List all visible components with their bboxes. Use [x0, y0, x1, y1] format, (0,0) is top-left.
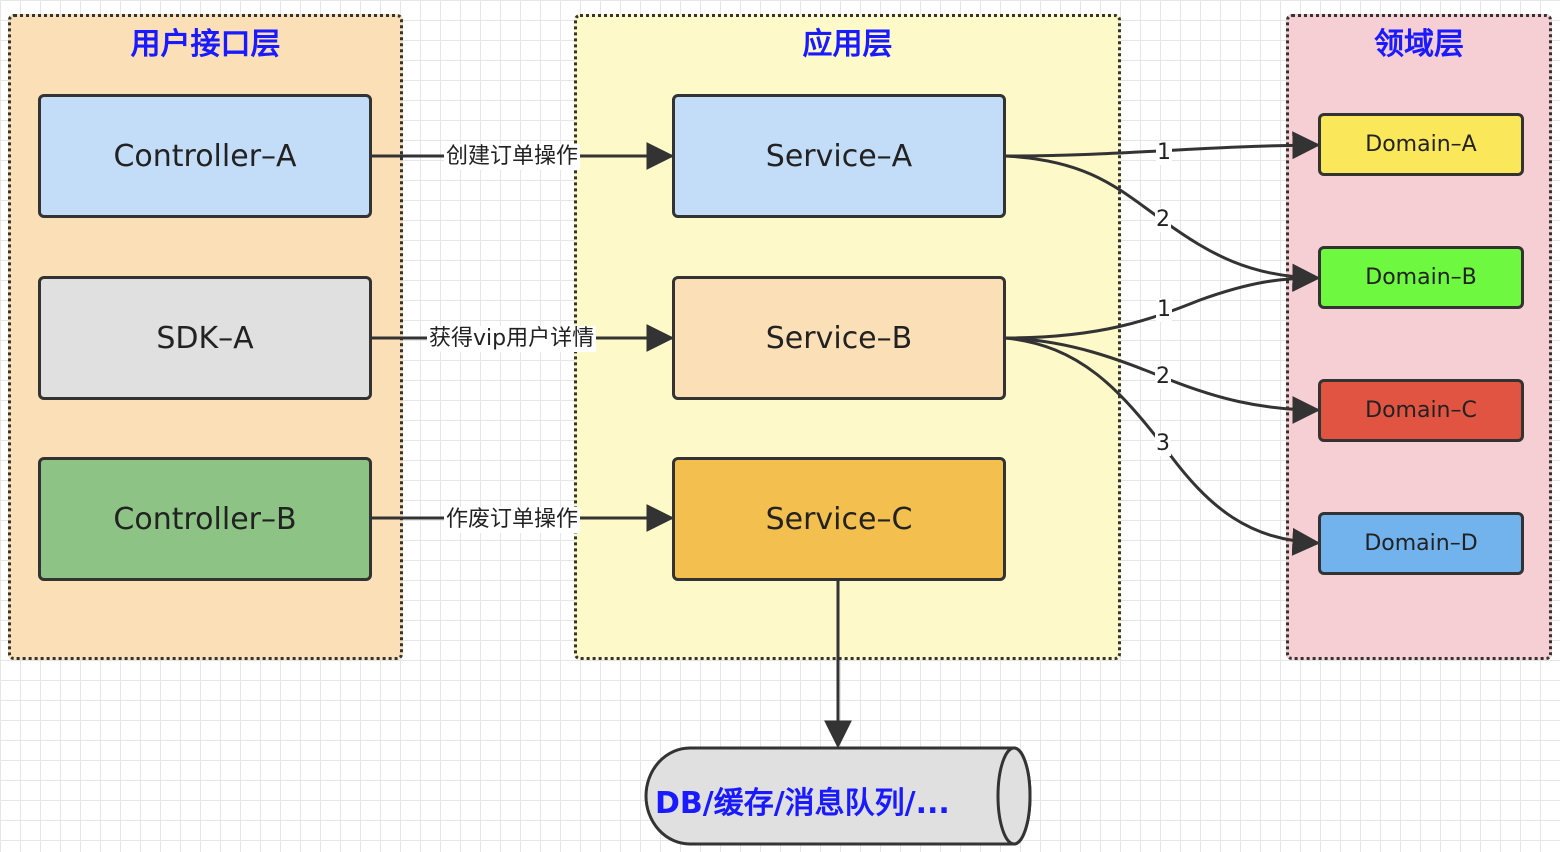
sdk-a-node: SDK–A [38, 276, 372, 400]
edge-service-b-domain-b [1004, 264, 1321, 340]
edge-label-service-b-domain-c: 2 [1155, 364, 1171, 389]
storage-cylinder-shape [644, 746, 1032, 846]
controller-a-node: Controller–A [38, 94, 372, 218]
service-a-node: Service–A [672, 94, 1006, 218]
service-c-node: Service–C [672, 457, 1006, 581]
edge-label-service-b-domain-d: 3 [1155, 431, 1171, 456]
edge-label-get-vip-user: 获得vip用户详情 [427, 326, 597, 352]
controller-b-node: Controller–B [38, 457, 372, 581]
domain-c-node: Domain–C [1318, 379, 1524, 442]
edge-label-void-order: 作废订单操作 [444, 507, 581, 533]
application-layer-title: 应用层 [802, 27, 893, 62]
service-b-node: Service–B [672, 276, 1006, 400]
domain-layer-title: 领域层 [1374, 27, 1464, 62]
edge-label-service-a-domain-a: 1 [1156, 140, 1172, 165]
domain-a-node: Domain–A [1318, 113, 1524, 176]
edge-label-create-order: 创建订单操作 [444, 144, 581, 170]
domain-b-node: Domain–B [1318, 246, 1524, 309]
storage-label: DB/缓存/消息队列/... [655, 786, 950, 821]
edge-label-service-a-domain-b: 2 [1155, 207, 1171, 232]
user-interface-layer-title: 用户接口层 [130, 27, 281, 62]
domain-d-node: Domain–D [1318, 512, 1524, 575]
edge-label-service-b-domain-b: 1 [1156, 297, 1172, 322]
